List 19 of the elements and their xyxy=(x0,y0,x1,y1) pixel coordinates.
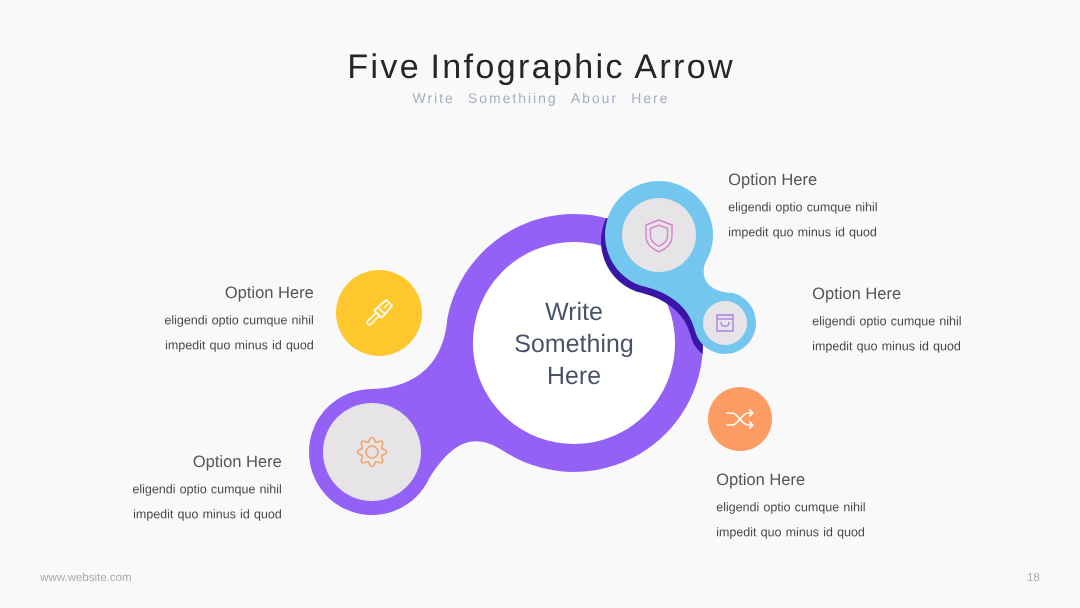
subtitle: Write Somethiing Abour Here xyxy=(412,92,667,106)
footer-url: www.website.com xyxy=(40,572,131,582)
option-heading: Option Here xyxy=(225,286,314,302)
option-description: eligendi optio cumque nihil impedit quo minus id quod xyxy=(728,202,877,239)
option-description: eligendi optio cumque nihil impedit quo minus id quod xyxy=(812,316,961,353)
title: Five Infographic Arrow xyxy=(350,53,733,86)
icon-circle xyxy=(703,301,747,345)
icon-circle xyxy=(336,270,422,356)
icon-circle xyxy=(708,387,772,451)
option-description: eligendi optio cumque nihil impedit quo minus id quod xyxy=(132,484,281,521)
option-heading: Option Here xyxy=(729,173,817,189)
option-description: eligendi optio cumque nihil impedit quo minus id quod xyxy=(716,502,865,539)
option-heading: Option Here xyxy=(813,287,901,303)
icon-circle xyxy=(323,403,421,501)
page-number: 18 xyxy=(1027,572,1040,582)
icon-circle xyxy=(622,198,696,272)
option-heading: Option Here xyxy=(193,455,282,471)
option-heading: Option Here xyxy=(717,473,805,489)
option-description: eligendi optio cumque nihil impedit quo minus id quod xyxy=(164,315,313,352)
